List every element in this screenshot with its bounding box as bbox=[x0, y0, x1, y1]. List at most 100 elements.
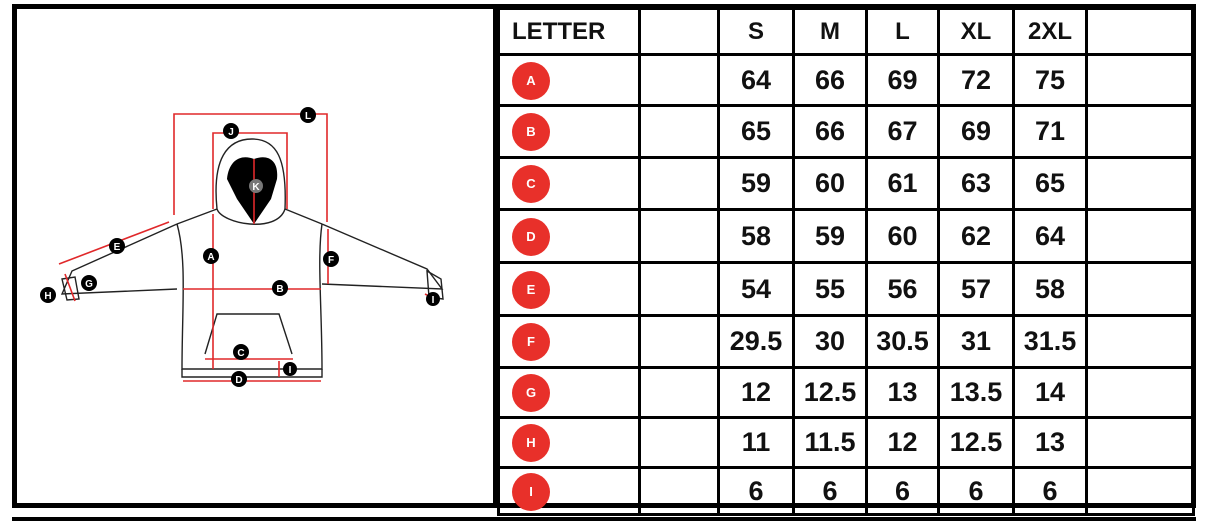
size-value-cell: 63 bbox=[937, 156, 1015, 211]
size-value-cell: 66 bbox=[792, 104, 868, 159]
blank-cell bbox=[638, 416, 720, 469]
marker-i-bottom: I bbox=[283, 362, 297, 376]
marker-j: J bbox=[223, 123, 239, 139]
row-letter-cell: A bbox=[497, 53, 641, 107]
blank-cell-end bbox=[1085, 314, 1195, 369]
hoodie-measurement-diagram: L J K E A F G H B I C I D bbox=[17, 9, 493, 503]
marker-g-label: G bbox=[85, 279, 93, 290]
marker-i-bottom-label: I bbox=[289, 365, 292, 376]
blank-cell bbox=[638, 104, 720, 159]
size-value-cell: 75 bbox=[1012, 53, 1088, 107]
size-value-cell: 64 bbox=[1012, 208, 1088, 264]
size-value-cell: 13 bbox=[1012, 416, 1088, 469]
letter-badge: D bbox=[512, 217, 550, 256]
blank-cell-end bbox=[1085, 366, 1195, 419]
letter-badge: C bbox=[512, 165, 550, 203]
marker-f: F bbox=[323, 251, 339, 267]
letter-badge: G bbox=[512, 374, 550, 412]
size-value-cell: 71 bbox=[1012, 104, 1088, 159]
marker-h-label: H bbox=[44, 291, 51, 302]
size-value-cell: 13.5 bbox=[937, 366, 1015, 419]
blank-cell bbox=[638, 53, 720, 107]
size-value-cell: 12.5 bbox=[937, 416, 1015, 469]
size-value-cell: 6 bbox=[865, 466, 940, 516]
size-value-cell: 6 bbox=[717, 466, 795, 516]
hoodie-outline bbox=[60, 138, 444, 378]
bottom-border bbox=[12, 517, 1196, 527]
header-size-l: L bbox=[865, 7, 940, 56]
size-value-cell: 6 bbox=[937, 466, 1015, 516]
header-size-xl: XL bbox=[937, 7, 1015, 56]
size-value-cell: 65 bbox=[1012, 156, 1088, 211]
size-value-cell: 55 bbox=[792, 261, 868, 317]
size-value-cell: 61 bbox=[865, 156, 940, 211]
size-value-cell: 14 bbox=[1012, 366, 1088, 419]
marker-c-label: C bbox=[237, 348, 244, 359]
row-letter-cell: B bbox=[497, 104, 641, 159]
header-size-m: M bbox=[792, 7, 868, 56]
header-size-s: S bbox=[717, 7, 795, 56]
marker-l: L bbox=[300, 107, 316, 123]
letter-badge: A bbox=[512, 61, 550, 100]
size-value-cell: 60 bbox=[865, 208, 940, 264]
blank-cell-end bbox=[1085, 416, 1195, 469]
letter-badge: E bbox=[512, 270, 550, 309]
size-value-cell: 54 bbox=[717, 261, 795, 317]
blank-cell bbox=[638, 208, 720, 264]
size-value-cell: 56 bbox=[865, 261, 940, 317]
size-value-cell: 31 bbox=[937, 314, 1015, 369]
size-value-cell: 6 bbox=[1012, 466, 1088, 516]
size-value-cell: 13 bbox=[865, 366, 940, 419]
header-blank-end bbox=[1085, 7, 1195, 56]
marker-f-label: F bbox=[328, 255, 334, 266]
size-value-cell: 69 bbox=[937, 104, 1015, 159]
size-value-cell: 30 bbox=[792, 314, 868, 369]
header-blank bbox=[638, 7, 720, 56]
size-value-cell: 31.5 bbox=[1012, 314, 1088, 369]
size-value-cell: 12 bbox=[865, 416, 940, 469]
size-value-cell: 30.5 bbox=[865, 314, 940, 369]
letter-badge: F bbox=[512, 323, 550, 361]
size-value-cell: 11 bbox=[717, 416, 795, 469]
column-divider bbox=[493, 4, 498, 508]
blank-cell-end bbox=[1085, 104, 1195, 159]
row-letter-cell: D bbox=[497, 208, 641, 264]
size-value-cell: 64 bbox=[717, 53, 795, 107]
marker-h: H bbox=[40, 287, 56, 303]
hoodie-illustration: L J K E A F G H B I C I D bbox=[40, 107, 444, 387]
marker-b: B bbox=[272, 280, 288, 296]
size-value-cell: 12 bbox=[717, 366, 795, 419]
row-letter-cell: C bbox=[497, 156, 641, 211]
size-value-cell: 67 bbox=[865, 104, 940, 159]
marker-j-label: J bbox=[228, 127, 234, 138]
blank-cell-end bbox=[1085, 156, 1195, 211]
marker-b-label: B bbox=[276, 284, 283, 295]
size-value-cell: 11.5 bbox=[792, 416, 868, 469]
size-value-cell: 72 bbox=[937, 53, 1015, 107]
size-value-cell: 58 bbox=[717, 208, 795, 264]
blank-cell-end bbox=[1085, 466, 1195, 516]
marker-l-label: L bbox=[305, 111, 311, 122]
row-letter-cell: E bbox=[497, 261, 641, 317]
marker-c: C bbox=[233, 344, 249, 360]
size-value-cell: 69 bbox=[865, 53, 940, 107]
header-size-2xl: 2XL bbox=[1012, 7, 1088, 56]
blank-cell-end bbox=[1085, 261, 1195, 317]
blank-cell bbox=[638, 366, 720, 419]
row-letter-cell: I bbox=[497, 466, 641, 516]
blank-cell bbox=[638, 466, 720, 516]
size-value-cell: 65 bbox=[717, 104, 795, 159]
row-letter-cell: H bbox=[497, 416, 641, 469]
table-header-row: LETTER S M L XL 2XL bbox=[497, 7, 1195, 56]
size-value-cell: 6 bbox=[792, 466, 868, 516]
size-value-cell: 60 bbox=[792, 156, 868, 211]
row-letter-cell: G bbox=[497, 366, 641, 419]
